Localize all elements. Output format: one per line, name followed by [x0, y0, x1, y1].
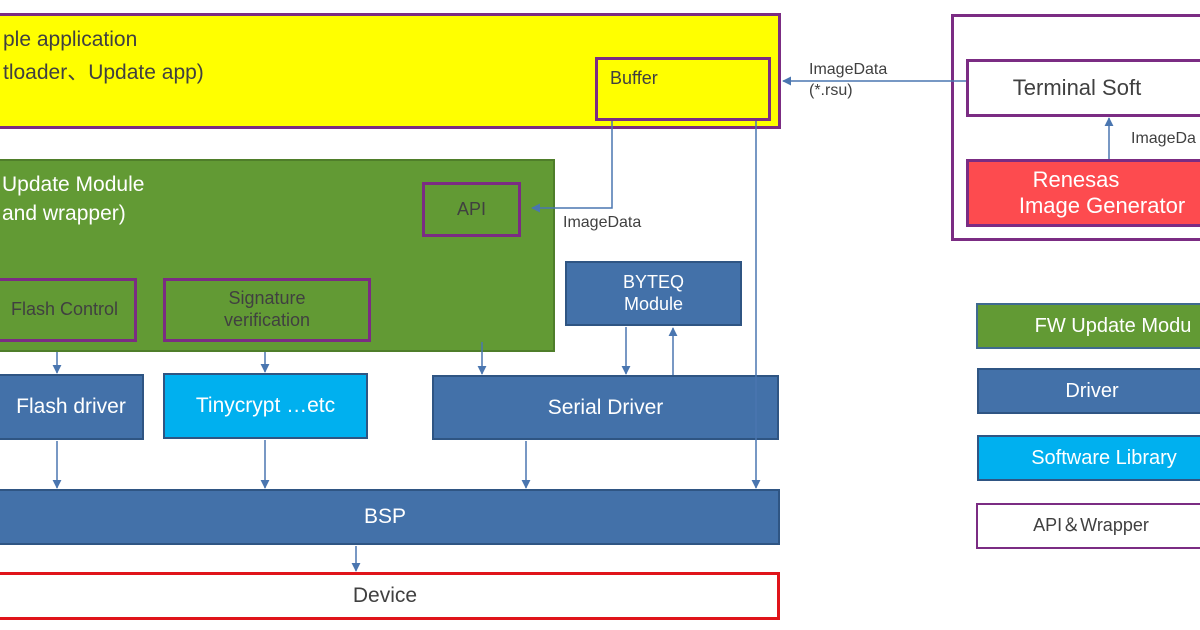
- legend-api-wrapper-label: API＆Wrapper: [1033, 515, 1149, 536]
- api-block: API: [422, 182, 521, 237]
- renesas-image-generator-block: Renesas Image Generator: [966, 159, 1200, 227]
- legend-fw-update-module-label: FW Update Modu: [1034, 315, 1192, 337]
- legend-driver: Driver: [977, 368, 1200, 414]
- signature-line2: verification: [223, 310, 311, 330]
- fw-update-module-title-line2: and wrapper): [2, 202, 126, 225]
- imagedata-vertical-label: ImageDa: [1131, 130, 1196, 147]
- application-title-line1: ple application: [3, 28, 138, 51]
- flash-driver-label: Flash driver: [16, 395, 126, 419]
- bsp-block: BSP: [0, 489, 780, 545]
- serial-driver-block: Serial Driver: [432, 375, 779, 440]
- buffer-block: Buffer: [595, 57, 771, 121]
- renesas-line1: Renesas: [1032, 166, 1120, 192]
- legend-software-library-label: Software Library: [1031, 447, 1177, 469]
- fw-update-module-block: Update Module and wrapper) API Flash Con…: [0, 159, 555, 352]
- legend-fw-update-module: FW Update Modu: [976, 303, 1200, 349]
- fw-update-module-title-line1: Update Module: [2, 173, 145, 196]
- imagedata-rsu-label-line2: (*.rsu): [809, 82, 853, 99]
- imagedata-api-label: ImageData: [563, 214, 642, 231]
- signature-verification-block: Signature verification: [163, 278, 371, 342]
- flash-control-label: Flash Control: [10, 299, 119, 320]
- application-block: ple application tloader、Update app) Buff…: [0, 13, 781, 129]
- application-title-line2: tloader、Update app): [3, 61, 204, 84]
- renesas-line2: Image Generator: [1018, 193, 1186, 218]
- tinycrypt-block: Tinycrypt …etc: [163, 373, 368, 439]
- terminal-soft-block: Terminal Soft: [966, 59, 1200, 117]
- byteq-line1: BYTEQ: [622, 271, 684, 292]
- buffer-label: Buffer: [610, 68, 658, 88]
- bsp-label: BSP: [363, 505, 407, 529]
- legend-api-wrapper: API＆Wrapper: [976, 503, 1200, 549]
- terminal-soft-label: Terminal Soft: [1012, 74, 1142, 100]
- flash-control-block: Flash Control: [0, 278, 137, 342]
- legend-driver-label: Driver: [1065, 380, 1119, 402]
- imagedata-rsu-label-line1: ImageData: [809, 61, 888, 78]
- tinycrypt-label: Tinycrypt …etc: [195, 394, 336, 418]
- serial-driver-label: Serial Driver: [547, 395, 664, 419]
- device-label: Device: [352, 584, 418, 608]
- api-label: API: [456, 198, 486, 219]
- byteq-line2: Module: [623, 293, 684, 314]
- legend-software-library: Software Library: [977, 435, 1200, 481]
- byteq-module-block: BYTEQ Module: [565, 261, 742, 326]
- arrow-buffer-to-api: [531, 121, 613, 213]
- device-block: Device: [0, 572, 780, 620]
- flash-driver-block: Flash driver: [0, 374, 144, 440]
- signature-line1: Signature: [228, 288, 306, 309]
